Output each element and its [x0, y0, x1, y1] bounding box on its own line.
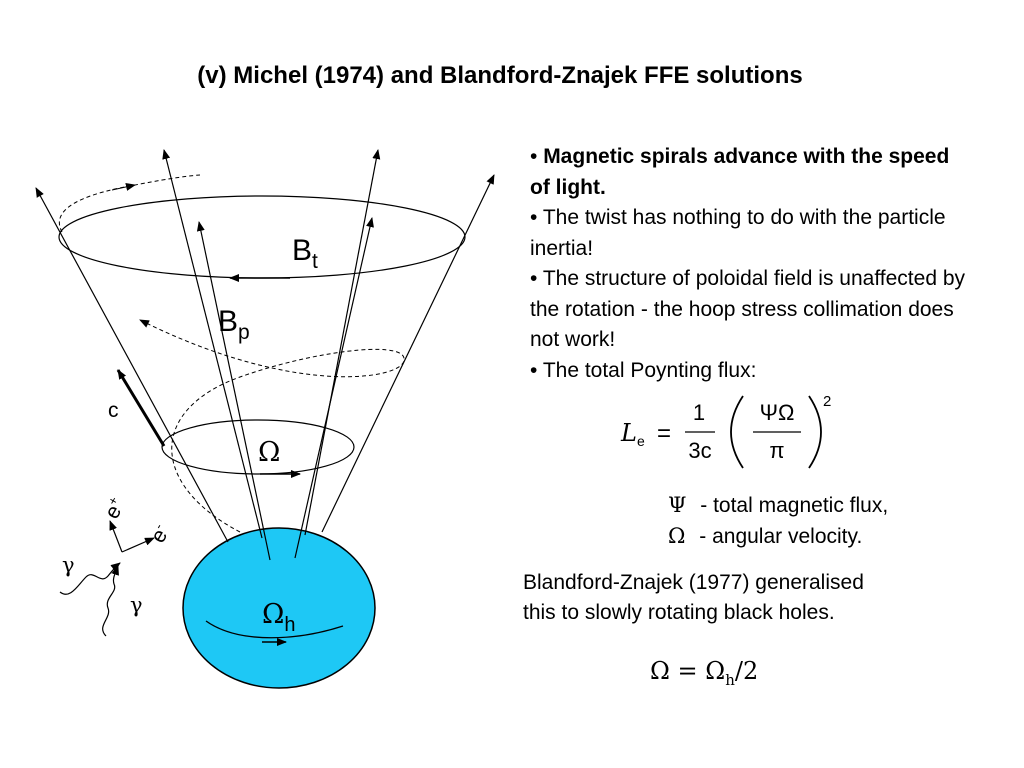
bz-note: Blandford-Znajek (1977) generalised this… — [523, 571, 864, 624]
eplus-label: e+ — [99, 494, 130, 523]
black-hole — [182, 527, 376, 689]
bp-label: Bp — [218, 305, 250, 344]
spiral-upper — [58, 174, 201, 233]
omega-label: Ω — [258, 437, 280, 468]
gamma-label-1: γ — [62, 553, 75, 577]
field-line-4 — [304, 149, 381, 536]
field-line-2 — [196, 221, 271, 561]
legend-omega: Ω - angular velocity. — [668, 524, 863, 548]
pair-axis-2 — [121, 537, 155, 553]
bullet-4: • The total Poynting flux: — [530, 358, 757, 382]
gamma-label-2: γ — [130, 593, 143, 617]
spiral-lower — [139, 319, 405, 533]
bullet-list: • Magnetic spirals advance with the spee… — [530, 142, 970, 386]
symbol-legend: Ψ - total magnetic flux, Ω - angular vel… — [668, 490, 888, 552]
svg-text:π: π — [769, 438, 784, 463]
cone-left-line — [35, 187, 229, 543]
poynting-equation: L e = 1 3c ΨΩ π 2 — [620, 393, 831, 469]
legend-psi: Ψ - total magnetic flux, — [668, 493, 889, 517]
photon-wave-2 — [102, 565, 119, 637]
c-label: c — [108, 399, 119, 422]
omega-h-curve — [205, 620, 344, 639]
svg-text:=: = — [657, 420, 671, 447]
svg-text:1: 1 — [693, 400, 705, 425]
svg-text:3c: 3c — [688, 438, 711, 463]
svg-text:e: e — [637, 433, 645, 449]
omega-h-label: Ωh — [262, 599, 296, 636]
eminus-label: e- — [145, 521, 175, 547]
bullet-1: • Magnetic spirals advance with the spee… — [530, 145, 950, 199]
spiral-upper-arrow — [111, 183, 136, 191]
bullet-2: • The twist has nothing to do with the p… — [530, 206, 946, 260]
cone-right-line — [321, 174, 495, 533]
omega-equation: Ω = Ωh/2 — [650, 657, 759, 689]
svg-text:2: 2 — [823, 393, 831, 410]
field-line-3 — [294, 217, 374, 559]
page-title: (v) Michel (1974) and Blandford-Znajek F… — [197, 62, 803, 89]
bt-label: Bt — [292, 234, 318, 273]
bullet-3: • The structure of poloidal field is una… — [530, 267, 966, 351]
svg-text:ΨΩ: ΨΩ — [760, 400, 795, 425]
bottom-ring — [161, 419, 355, 475]
c-arrow — [116, 369, 166, 447]
svg-text:L: L — [620, 419, 637, 447]
field-line-1 — [162, 149, 263, 539]
pair-axis-1 — [109, 520, 123, 553]
top-ring — [58, 195, 466, 279]
